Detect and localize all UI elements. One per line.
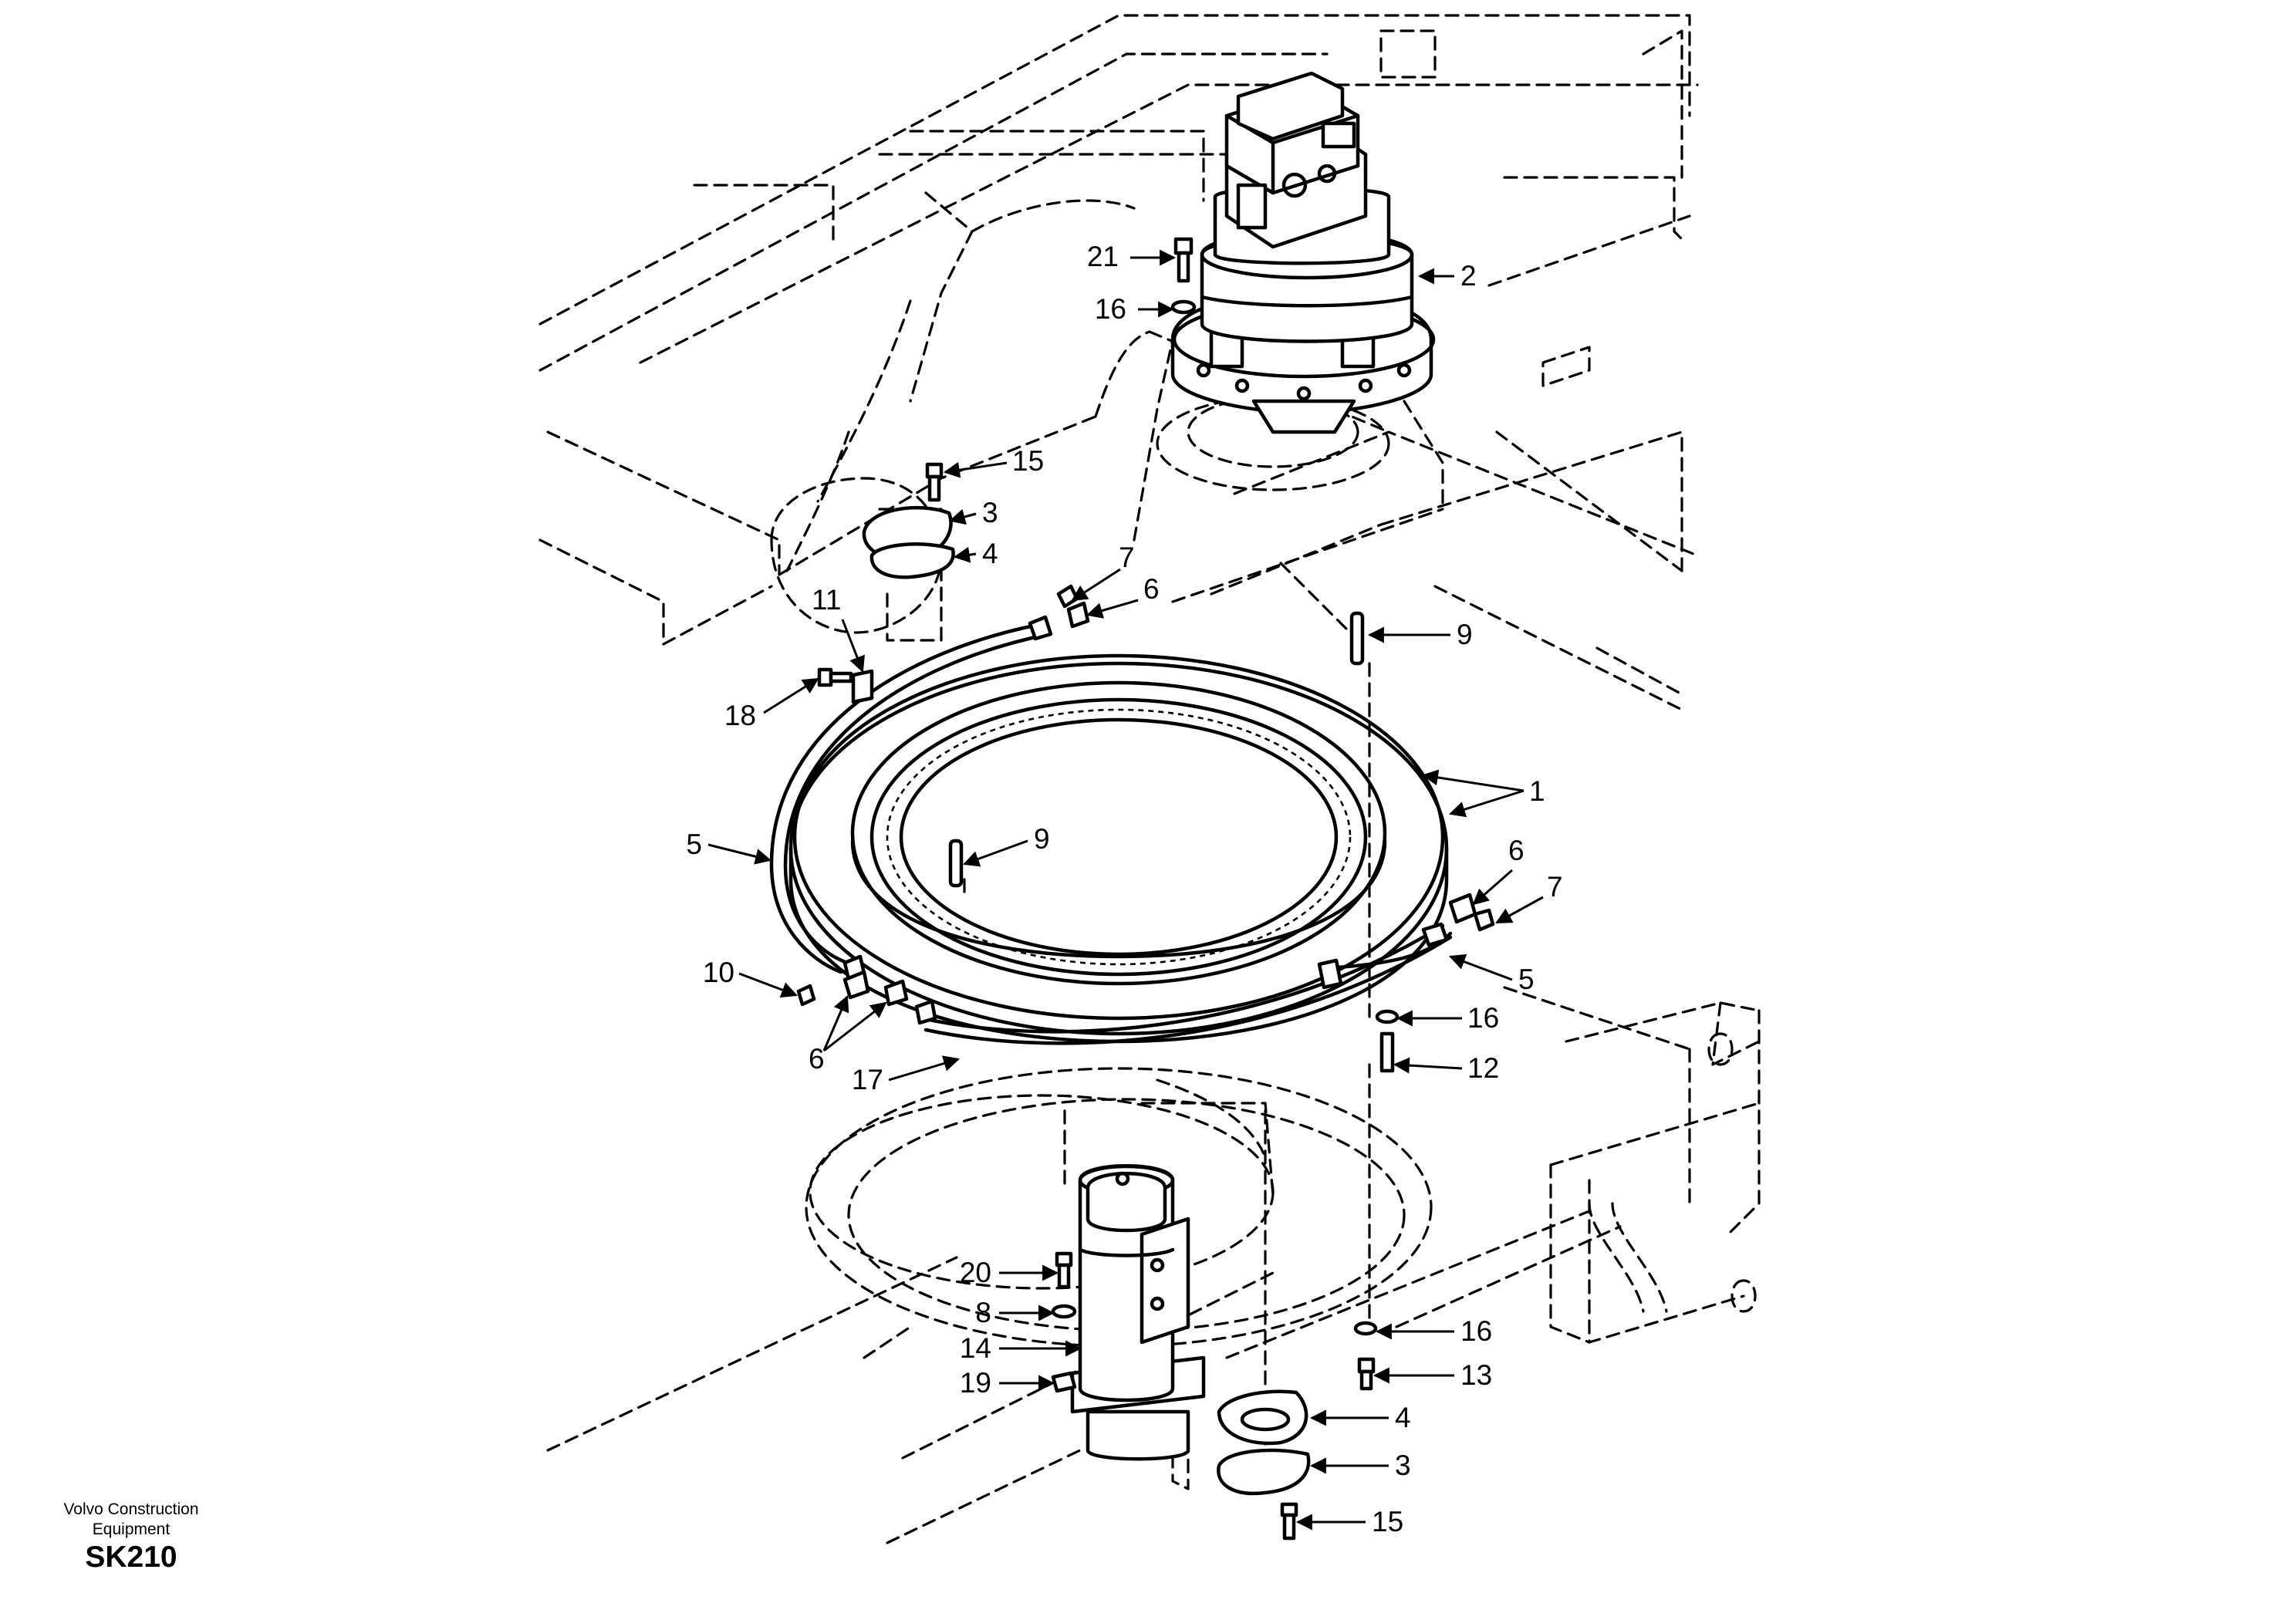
callout-16-bottom: 16 <box>1460 1315 1492 1347</box>
callout-7-right: 7 <box>1547 871 1563 903</box>
swing-motor <box>1170 71 1436 434</box>
callout-9-right: 9 <box>1457 619 1473 650</box>
bolt-20 <box>1055 1251 1073 1289</box>
callout-5-right: 5 <box>1518 964 1535 995</box>
bolt-12 <box>1379 1031 1395 1073</box>
boom-foot-outline <box>770 191 1136 642</box>
manufacturer-label: Volvo Construction Equipment <box>31 1500 231 1540</box>
bracket-11 <box>851 669 874 704</box>
hose-clamp-right <box>1317 958 1343 990</box>
manufacturer-line-1: Volvo Construction <box>63 1500 199 1518</box>
callout-15-top: 15 <box>1012 445 1044 477</box>
callout-labels: 21 16 2 15 3 4 7 6 11 18 9 1 5 9 6 7 5 1… <box>686 241 1562 1537</box>
fitting-6-7-top <box>1028 584 1090 641</box>
bolt-15-top <box>925 462 944 502</box>
washer-8 <box>1051 1304 1077 1319</box>
callout-6-left: 6 <box>809 1043 825 1075</box>
callout-16-mid: 16 <box>1467 1002 1499 1034</box>
callout-13: 13 <box>1460 1359 1492 1391</box>
lower-cover-plate <box>1217 1389 1311 1496</box>
callout-5-left: 5 <box>686 829 702 860</box>
callout-4-top: 4 <box>982 538 998 569</box>
callout-21: 21 <box>1087 241 1119 272</box>
lower-frame-outline <box>546 986 1761 1544</box>
bolt-15-bottom <box>1280 1502 1298 1541</box>
callout-3-bottom: 3 <box>1395 1450 1411 1481</box>
leader-lines <box>707 249 1544 1531</box>
callout-7-top: 7 <box>1119 542 1135 573</box>
callout-3-top: 3 <box>982 497 998 528</box>
callout-10: 10 <box>703 957 734 988</box>
callout-9-left: 9 <box>1034 823 1050 855</box>
pin-9-right <box>1349 611 1365 666</box>
callout-4-bottom: 4 <box>1395 1402 1411 1433</box>
callout-11: 11 <box>812 584 841 616</box>
fitting-6-7-right <box>1421 893 1495 947</box>
center-swivel-joint <box>1070 1164 1206 1461</box>
bolt-18 <box>817 667 853 687</box>
callout-20: 20 <box>960 1257 991 1288</box>
washer-16-top <box>1170 299 1197 315</box>
nut-19 <box>1051 1371 1077 1393</box>
callout-14: 14 <box>960 1332 991 1364</box>
callout-19: 19 <box>960 1367 991 1399</box>
callout-12: 12 <box>1467 1052 1499 1084</box>
bolt-13 <box>1357 1357 1376 1391</box>
callout-16-top: 16 <box>1095 293 1126 325</box>
washer-16-bottom <box>1353 1321 1378 1336</box>
callout-6-top: 6 <box>1143 573 1160 605</box>
washer-16-mid <box>1375 1009 1400 1024</box>
manufacturer-line-2: Equipment <box>92 1520 171 1538</box>
pin-9-left <box>948 839 964 888</box>
callout-1: 1 <box>1529 775 1545 807</box>
callout-6-right: 6 <box>1508 835 1524 866</box>
fitting-6-10-left <box>796 954 937 1025</box>
swing-ring <box>788 653 1449 1044</box>
callout-8: 8 <box>975 1297 991 1328</box>
callout-15-bottom: 15 <box>1372 1506 1403 1537</box>
callout-2: 2 <box>1460 260 1477 292</box>
model-code: SK210 <box>85 1541 177 1574</box>
upper-cover-plate <box>862 505 955 579</box>
callout-17: 17 <box>852 1064 883 1095</box>
bolt-21 <box>1173 237 1194 283</box>
callout-18: 18 <box>724 700 756 731</box>
